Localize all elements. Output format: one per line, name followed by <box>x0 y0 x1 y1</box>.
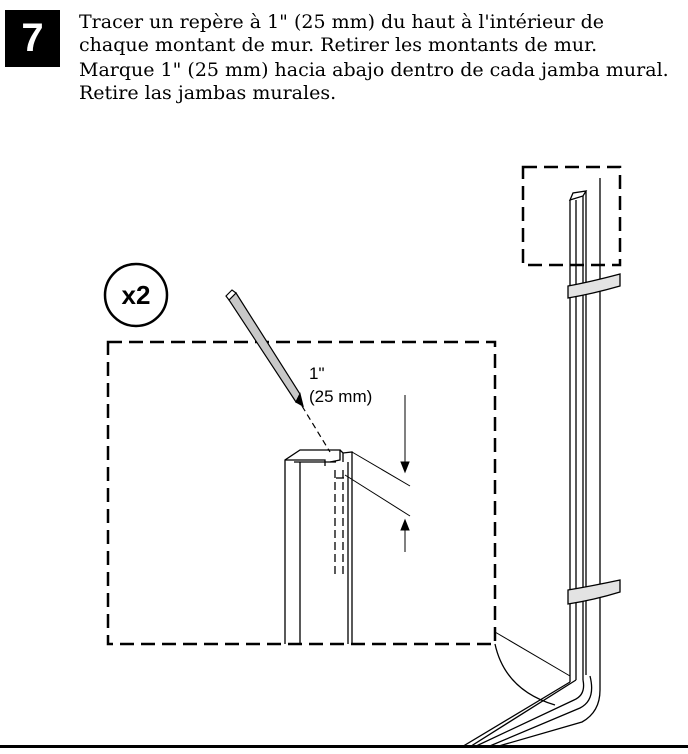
callout-leader-line <box>494 631 571 677</box>
quantity-circle <box>103 262 169 328</box>
zoom-detail-box <box>106 340 497 646</box>
pencil-icon <box>225 289 331 453</box>
dimension-marker <box>344 395 411 552</box>
jamb-closeup <box>284 449 353 644</box>
measure-inches: 1" <box>309 364 325 383</box>
quantity-label: x2 <box>122 280 151 310</box>
wall-jamb-drawing <box>459 178 621 748</box>
step-number-badge: 7 <box>5 10 60 67</box>
instruction-french: Tracer un repère à 1" (25 mm) du haut à … <box>79 11 604 56</box>
measure-mm: (25 mm) <box>309 387 372 406</box>
top-detail-callout-box <box>521 165 622 267</box>
instruction-spanish: Marque 1" (25 mm) hacia abajo dentro de … <box>79 59 669 104</box>
